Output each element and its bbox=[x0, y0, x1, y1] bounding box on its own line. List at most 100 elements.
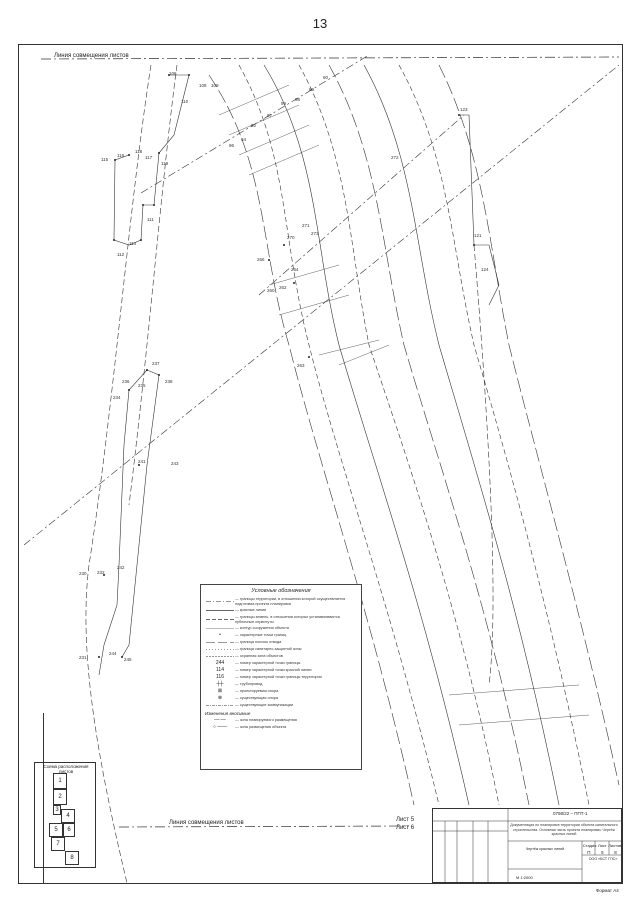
point-label: 90 bbox=[323, 75, 329, 80]
point-label: 244 bbox=[109, 651, 117, 656]
dash-dot-line-icon bbox=[205, 599, 235, 604]
sheet-cell: 8 bbox=[65, 851, 79, 865]
title-block: 0798/22 – ППТ-1 Документация по планиров… bbox=[432, 808, 623, 884]
legend-row: — красные линии bbox=[205, 608, 357, 613]
point-label: 243 bbox=[171, 461, 179, 466]
point-label: 96 bbox=[229, 143, 235, 148]
legend-row: •— характерные точки границ bbox=[205, 633, 357, 638]
point-label: 272 bbox=[391, 155, 399, 160]
utility-line-icon bbox=[205, 703, 235, 708]
point-label: 109 bbox=[211, 83, 219, 88]
sheet-cell: 7 bbox=[51, 837, 65, 851]
thin-line-icon bbox=[205, 626, 235, 631]
solid-line-icon bbox=[205, 608, 235, 613]
point-label: 237 bbox=[152, 361, 160, 366]
point-label: 123 bbox=[460, 107, 468, 112]
legend-row: ┼┼— трубопровод bbox=[205, 682, 357, 687]
page-number: 13 bbox=[312, 16, 328, 31]
legend-row: 114— номер характерной точки красной лин… bbox=[205, 668, 357, 673]
sheet-cell: 6 bbox=[63, 823, 75, 837]
legend-row: ○ ——— зона размещения объекта bbox=[205, 725, 357, 730]
legend-title: Условные обозначения bbox=[251, 588, 311, 594]
sheet-label-6: Лист 6 bbox=[396, 825, 415, 831]
point-label: 99 bbox=[281, 101, 287, 106]
legend-row: — границы земель, в отношении которых ус… bbox=[205, 615, 357, 624]
point-label: 266 bbox=[257, 257, 265, 262]
format-label: Формат А4 bbox=[596, 888, 619, 893]
point-label: 121 bbox=[474, 233, 482, 238]
point-label: 260 bbox=[267, 288, 275, 293]
point-label: 118 bbox=[135, 149, 143, 154]
legend-row: — граница санитарно-защитной зоны bbox=[205, 647, 357, 652]
dotted-line-icon bbox=[205, 647, 235, 652]
point-label: 262 bbox=[279, 285, 287, 290]
point-label: 108 bbox=[199, 83, 207, 88]
legend-row: — границы территории, в отношении которо… bbox=[205, 597, 357, 606]
point-label: 94 bbox=[241, 137, 247, 142]
sheet-join-line-bottom: Линия совмещения листов bbox=[169, 820, 244, 826]
sheet-cell: 4 bbox=[61, 809, 75, 823]
legend-row: 244— номер характерной точки границы bbox=[205, 661, 357, 666]
sheet-cell: 5 bbox=[49, 823, 63, 837]
document-title: Документация по планировке территории об… bbox=[510, 823, 618, 837]
point-label: 106 bbox=[169, 71, 177, 76]
legend-row: —·—— зона планируемого размещения bbox=[205, 718, 357, 723]
support-icon: ⊠ bbox=[217, 688, 223, 695]
legend-number: 114 bbox=[216, 667, 224, 674]
point-label: 117 bbox=[145, 155, 153, 160]
sheet-cell: 1 bbox=[53, 773, 67, 789]
sheet-cell: 2 bbox=[53, 789, 67, 805]
zone-marker-icon: ○ —— bbox=[212, 724, 228, 731]
point-label: 110 bbox=[181, 99, 189, 104]
long-dash-line-icon bbox=[205, 640, 235, 645]
pipe-icon: ┼┼ bbox=[216, 681, 224, 688]
drawing-sheet: Линия совмещения листов Линия совмещения… bbox=[18, 44, 623, 884]
point-label: 112 bbox=[117, 252, 125, 257]
sheet-scheme-title: Схема расположения листов bbox=[43, 764, 89, 774]
point-label: 241 bbox=[138, 459, 146, 464]
zone-line-icon: —·— bbox=[214, 717, 226, 724]
point-label: 124 bbox=[481, 267, 489, 272]
sheet-label-5: Лист 5 bbox=[396, 817, 415, 823]
dashed-line-icon bbox=[205, 617, 235, 622]
legend-row: 116— номер характерной точки границы тер… bbox=[205, 675, 357, 680]
point-label: 270 bbox=[287, 235, 295, 240]
point-label: 116 bbox=[117, 153, 125, 158]
legend-box: Условные обозначения — границы территори… bbox=[200, 584, 362, 770]
point-label: 234 bbox=[113, 395, 121, 400]
point-label: 245 bbox=[124, 657, 132, 662]
point-label: 230 bbox=[79, 571, 87, 576]
sheet-caption: Чертёж красных линий bbox=[525, 847, 565, 851]
point-label: 92 bbox=[251, 123, 257, 128]
legend-row: — существующие коммуникации bbox=[205, 703, 357, 708]
point-label: 98 bbox=[295, 97, 301, 102]
point-label: 263 bbox=[297, 363, 305, 368]
dot-icon: • bbox=[219, 632, 221, 639]
point-label: 115 bbox=[101, 157, 109, 162]
legend-row: — граница полосы отвода bbox=[205, 640, 357, 645]
point-label: 235 bbox=[138, 383, 146, 388]
sheet-join-line-top: Линия совмещения листов bbox=[54, 53, 129, 59]
map-drawing bbox=[23, 54, 620, 884]
legend-number: 116 bbox=[216, 674, 224, 681]
point-label: 111 bbox=[147, 217, 154, 222]
point-label: 232 bbox=[97, 570, 105, 575]
point-label: 271 bbox=[302, 223, 310, 228]
scale-label: М 1:2000 bbox=[516, 875, 533, 880]
legend-row: ⊗— существующая опора bbox=[205, 696, 357, 701]
sheet-cell: 3 bbox=[53, 805, 61, 815]
title-block-grid-lines bbox=[433, 809, 623, 884]
point-label: 114 bbox=[129, 241, 137, 246]
point-label: 97 bbox=[267, 113, 273, 118]
point-label: 236 bbox=[122, 379, 130, 384]
document-code: 0798/22 – ППТ-1 bbox=[553, 811, 588, 816]
left-stamp-strip bbox=[19, 713, 44, 883]
legend-row: ⊠— проектируемая опора bbox=[205, 689, 357, 694]
sheet-layout-scheme: Схема расположения листов 1 2 3 4 5 6 7 … bbox=[34, 762, 96, 868]
point-label: 238 bbox=[165, 379, 173, 384]
legend-subtitle: Изменения вносимые bbox=[205, 711, 251, 716]
legend-row: — контур сооружения объекта bbox=[205, 626, 357, 631]
point-label: 89 bbox=[309, 87, 315, 92]
